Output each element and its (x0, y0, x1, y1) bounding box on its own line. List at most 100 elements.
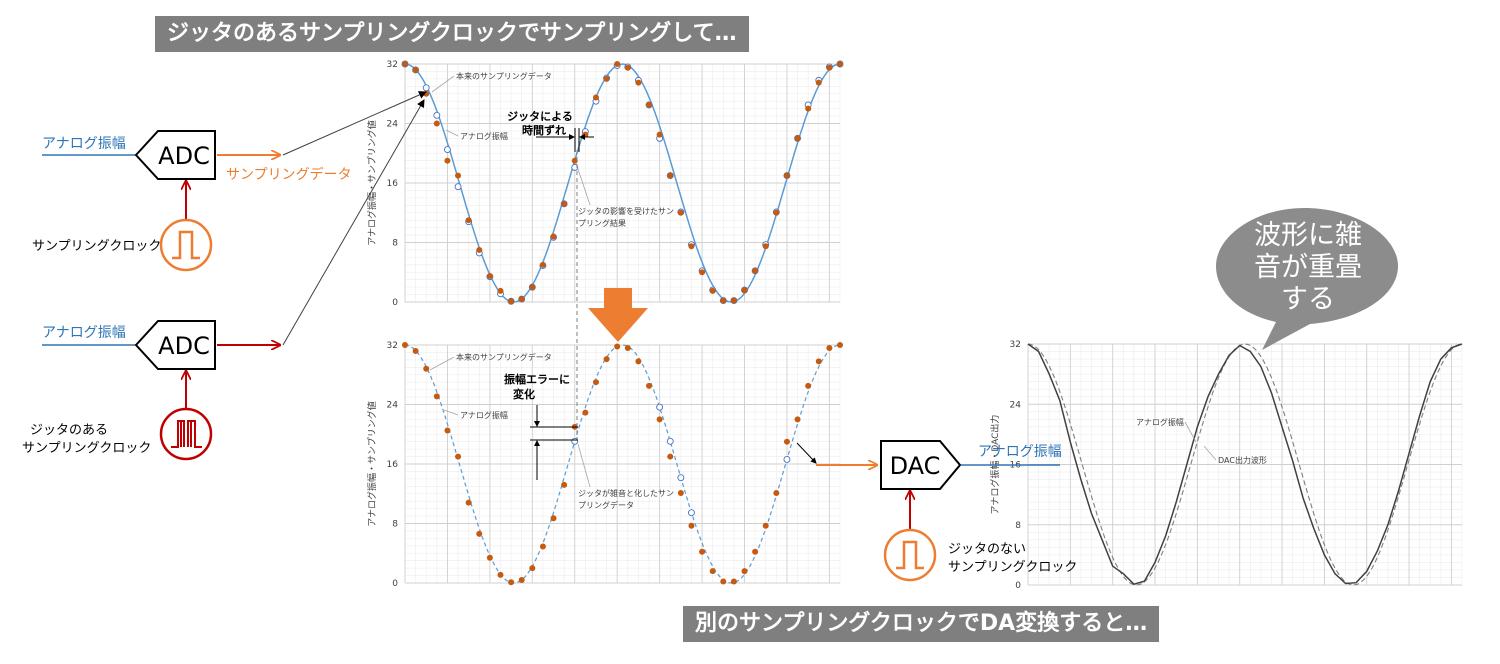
jittered-sample-point (752, 548, 759, 555)
jittered-sample-point (783, 172, 790, 179)
jittered-sample-point (720, 297, 727, 304)
chart1-shift-label-2: 時間ずれ (522, 123, 566, 137)
jittered-sample-point (826, 64, 833, 71)
y-tick-label: 24 (1010, 400, 1022, 410)
jittered-sample-point (699, 269, 706, 276)
jittered-sample-point (826, 344, 833, 351)
down-arrow-icon (588, 288, 648, 342)
jittered-sample-point (402, 61, 408, 67)
jittered-sample-point (508, 579, 515, 586)
chart2-to-dac-leader (796, 442, 817, 464)
ideal-sample-point (783, 455, 791, 463)
jittered-sample-point (582, 409, 589, 416)
jittered-sample-point (592, 379, 599, 386)
jittered-sample-point (773, 490, 780, 497)
jittered-sample-point (603, 75, 610, 82)
chart2-analog-annotation: アナログ振幅 (460, 410, 508, 420)
ideal-sample-point (688, 509, 695, 517)
jittered-sample-point (709, 568, 716, 575)
jittered-sample-point (423, 365, 430, 372)
jittered-sample-point (783, 438, 790, 445)
chart1-analog-annotation: アナログ振幅 (460, 131, 508, 141)
chart2-ideal-annotation: 本来のサンプリングデータ (456, 352, 552, 362)
y-axis-label: アナログ振幅・サンプリング値 (366, 401, 378, 527)
dac-clock-label-1: ジッタのない (948, 542, 1026, 557)
adc2-to-chart-arrow (282, 99, 425, 346)
jittered-sample-point (550, 233, 557, 240)
y-tick-label: 16 (387, 179, 399, 189)
adc2-clock-label-2: サンプリングクロック (22, 441, 151, 456)
y-tick-label: 8 (392, 520, 398, 530)
speech-bubble (1216, 208, 1398, 350)
y-tick-label: 8 (392, 239, 398, 249)
dac-clock-label-2: サンプリングクロック (948, 560, 1077, 575)
jittered-sample-point (518, 296, 525, 303)
adc1-input-label: アナログ振幅 (42, 136, 126, 152)
adc2-clock-label-1: ジッタのある (30, 423, 108, 438)
jittered-sample-point (423, 90, 430, 97)
jittered-sample-point (741, 287, 748, 294)
jittered-sample-point (539, 261, 546, 268)
adc1-clock-pulse-icon (172, 230, 200, 260)
adc1-to-chart-arrow (282, 91, 427, 156)
chart2-result-annotation-1: ジッタが雑音と化したサン (578, 488, 674, 498)
jittered-sample-point (667, 453, 674, 460)
adc1-block (134, 130, 216, 180)
jittered-sample-point (603, 356, 610, 363)
jittered-sample-point (794, 135, 801, 142)
jittered-sample-point (455, 453, 462, 460)
jittered-sample-point (667, 172, 674, 179)
y-tick-label: 24 (387, 120, 399, 130)
adc1-block-label: ADC (158, 142, 210, 170)
chart1-ideal-annotation: 本来のサンプリングデータ (456, 71, 552, 81)
jittered-sample-point (529, 565, 536, 572)
y-tick-label: 32 (387, 60, 398, 70)
jittered-sample-point (571, 157, 578, 164)
jittered-sample-point (412, 66, 419, 73)
chart3-analog-annotation: アナログ振幅 (1136, 417, 1184, 427)
jittered-sample-point (486, 272, 493, 279)
adc1-output-label: サンプリングデータ (226, 166, 352, 183)
jittered-sample-point (465, 217, 472, 224)
jittered-sample-point (518, 577, 525, 584)
jittered-sample-point (444, 427, 451, 434)
jittered-sample-point (635, 79, 642, 86)
chart2-result-leader (577, 443, 591, 488)
chart1-result-annotation-1: ジッタの影響を受けたサン (578, 206, 674, 216)
jittered-sample-point (529, 284, 536, 291)
adc2-clock-circle (159, 407, 213, 461)
jittered-sample-point (762, 522, 769, 529)
jittered-sample-point (773, 209, 780, 216)
jittered-sample-point (455, 172, 462, 179)
major-grid (404, 344, 840, 584)
chart1-result-annotation-2: プリング結果 (578, 218, 626, 228)
chart2-ideal-leader (429, 356, 455, 371)
jittered-sample-point (402, 342, 408, 348)
jittered-sample-point (624, 344, 631, 351)
y-tick-label: 24 (387, 401, 399, 411)
jittered-sample-point (709, 287, 716, 294)
jittered-sample-point (592, 94, 599, 101)
y-tick-label: 32 (1010, 340, 1021, 350)
ideal-sample-point (422, 84, 430, 92)
chart2-error-label-1: 振幅エラーに (504, 372, 570, 386)
jittered-sample-point (677, 490, 684, 497)
jittered-sample-point (730, 578, 737, 585)
ideal-sample-point (454, 183, 462, 191)
y-tick-label: 0 (1015, 581, 1021, 591)
jittered-sample-point (635, 358, 642, 365)
jittered-sample-point (508, 298, 515, 305)
ideal-sample-point (656, 403, 664, 411)
jittered-sample-point (561, 200, 568, 207)
ideal-sample-point (666, 437, 674, 445)
chart3-dac-leader (1203, 445, 1217, 461)
chart3-analog-leader (1184, 421, 1197, 443)
jittered-sample-point (656, 416, 663, 423)
y-tick-label: 0 (392, 579, 398, 589)
ideal-sample-point (677, 474, 685, 482)
jittered-sample-point (412, 347, 419, 354)
jittered-sample-point (815, 79, 822, 86)
